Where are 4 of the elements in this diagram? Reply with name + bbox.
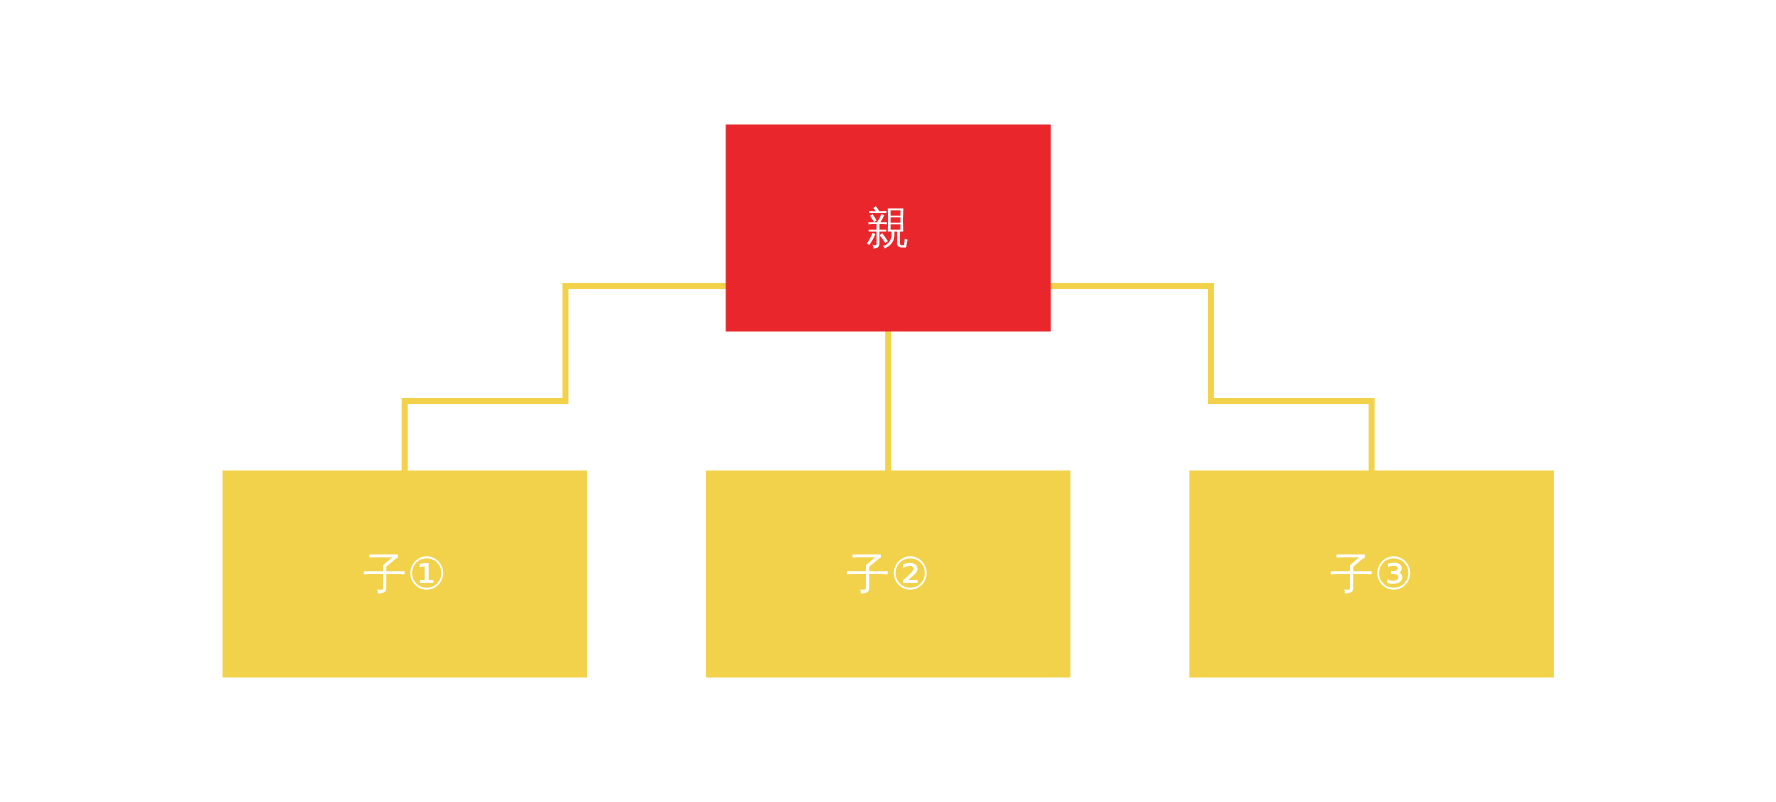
node-box: 子② [705, 470, 1071, 678]
node-box: 子③ [1189, 470, 1554, 678]
node-box: 親 [725, 124, 1051, 332]
node-box: 子① [222, 470, 587, 678]
